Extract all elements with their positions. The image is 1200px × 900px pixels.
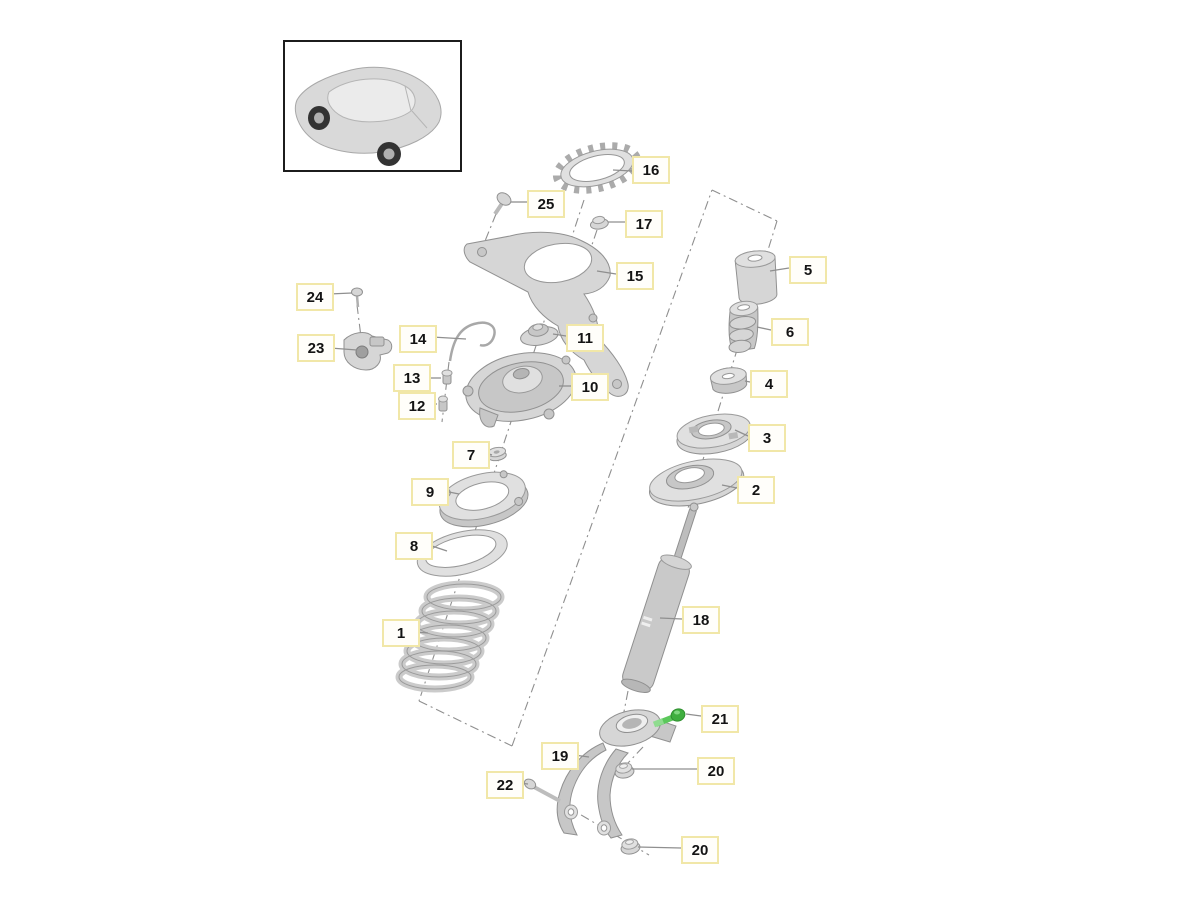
ball-pin-drawing: [438, 395, 448, 412]
part-number-label: 10: [581, 379, 599, 396]
highlighted-bolt-drawing[interactable]: [652, 707, 687, 728]
part-callout-linkage-stud[interactable]: 13: [393, 364, 431, 392]
suv-rear-three-quarter-icon: [294, 66, 442, 166]
part-callout-hex-nut[interactable]: 17: [625, 210, 663, 238]
strut-mount-drawing: [462, 352, 577, 428]
part-number-label: 19: [551, 748, 569, 765]
part-number-label: 11: [577, 330, 593, 347]
part-number-label: 7: [466, 447, 476, 464]
part-callout-retaining-ring[interactable]: 16: [632, 156, 670, 184]
bump-stop-buffer-drawing: [728, 300, 759, 353]
part-number-label: 2: [751, 482, 761, 499]
part-number-label: 18: [692, 612, 710, 629]
spring-support-plate-drawing: [648, 458, 745, 507]
part-callout-suspension-support-bracket[interactable]: 15: [616, 262, 654, 290]
sensor-screw-drawing: [351, 287, 363, 308]
part-callout-strut-support-mount[interactable]: 10: [571, 373, 609, 401]
part-callout-bump-stop-buffer[interactable]: 6: [771, 318, 809, 346]
sensor-linkage-wire-drawing: [448, 321, 496, 362]
part-number-label: 21: [711, 711, 729, 728]
part-callout-through-bolt[interactable]: 22: [486, 771, 524, 799]
support-bearing-drawing: [520, 323, 559, 346]
part-number-label: 8: [409, 538, 419, 555]
part-number-label: 13: [403, 370, 421, 387]
part-callout-ball-pin[interactable]: 12: [398, 392, 436, 420]
support-bracket-drawing: [463, 231, 629, 397]
part-number-label: 14: [409, 331, 427, 348]
bump-stop-support-drawing: [734, 250, 778, 305]
part-callout-bracket-bolt[interactable]: 25: [527, 190, 565, 218]
shock-absorber-drawing: [621, 502, 699, 693]
linkage-stud-drawing: [441, 369, 453, 385]
part-number-label: 15: [626, 268, 644, 285]
part-number-label: 22: [496, 777, 514, 794]
hex-nut-upper-drawing: [614, 762, 635, 779]
part-number-label: 4: [764, 376, 774, 393]
part-callout-sensor-linkage-wire[interactable]: 14: [399, 325, 437, 353]
part-number-label: 1: [396, 625, 406, 642]
part-number-label: 25: [537, 196, 555, 213]
part-number-label: 24: [306, 289, 324, 306]
strut-fork-drawing: [556, 709, 677, 839]
hex-nut-17-drawing: [589, 215, 609, 230]
spring-seat-lower-drawing: [676, 413, 753, 455]
part-callout-bump-stop-support[interactable]: 5: [789, 256, 827, 284]
part-callout-bolt-highlighted[interactable]: 21: [701, 705, 739, 733]
coil-spring-drawing: [395, 580, 505, 693]
part-number-label: 6: [785, 324, 795, 341]
part-callout-shock-absorber[interactable]: 18: [682, 606, 720, 634]
flange-nut-drawing: [487, 446, 507, 462]
part-callout-spring-support-plate[interactable]: 2: [737, 476, 775, 504]
part-callout-strut-fork[interactable]: 19: [541, 742, 579, 770]
bracket-bolt-drawing: [493, 192, 512, 216]
part-number-label: 9: [425, 484, 435, 501]
part-number-label: 20: [707, 763, 725, 780]
part-number-label: 5: [803, 262, 813, 279]
part-number-label: 12: [408, 398, 426, 415]
part-callout-spacer-bushing[interactable]: 4: [750, 370, 788, 398]
part-callout-hex-nut-lower[interactable]: 20: [681, 836, 719, 864]
part-callout-support-bearing[interactable]: 11: [566, 324, 604, 352]
retaining-ring-drawing: [552, 142, 642, 194]
part-number-label: 20: [691, 842, 709, 859]
part-number-label: 16: [642, 162, 660, 179]
spacer-bushing-drawing: [709, 367, 748, 394]
part-callout-coil-spring[interactable]: 1: [382, 619, 420, 647]
part-callout-spring-seat-lower[interactable]: 3: [748, 424, 786, 452]
part-callout-sensor-screw[interactable]: 24: [296, 283, 334, 311]
part-callout-flange-nut[interactable]: 7: [452, 441, 490, 469]
part-number-label: 3: [762, 430, 772, 447]
part-callout-hex-nut-upper[interactable]: 20: [697, 757, 735, 785]
part-number-label: 23: [307, 340, 325, 357]
part-callout-level-sensor[interactable]: 23: [297, 334, 335, 362]
through-bolt-drawing: [523, 778, 561, 803]
part-number-label: 17: [635, 216, 653, 233]
part-callout-spring-seat-upper[interactable]: 9: [411, 478, 449, 506]
part-callout-spacer-ring[interactable]: 8: [395, 532, 433, 560]
level-sensor-drawing: [343, 332, 393, 371]
spacer-ring-drawing: [416, 529, 508, 577]
spring-seat-upper-drawing: [438, 470, 529, 528]
vehicle-thumbnail-box: [283, 40, 462, 172]
hex-nut-lower-drawing: [620, 838, 641, 855]
